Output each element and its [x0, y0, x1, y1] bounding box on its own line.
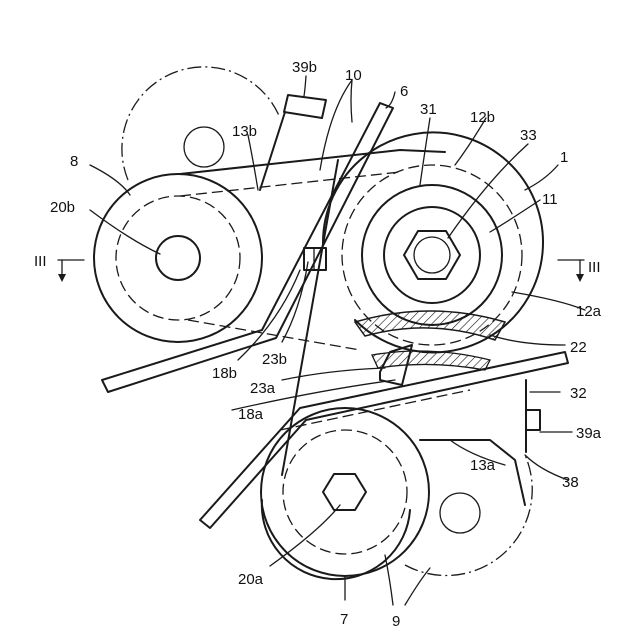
- label-39b: 39b: [292, 59, 317, 76]
- label-12a: 12a: [576, 303, 602, 320]
- pulley-7: [261, 408, 429, 576]
- tab-39a: [526, 380, 540, 452]
- label-7: 7: [340, 611, 348, 628]
- nut-20a: [323, 474, 366, 510]
- label-39a: 39a: [576, 425, 602, 442]
- label-12b: 12b: [470, 109, 495, 126]
- section-arrow-right: [558, 260, 584, 282]
- pulley-8: [94, 174, 262, 342]
- label-33: 33: [520, 127, 537, 144]
- label-13b: 13b: [232, 123, 257, 140]
- section-22: [355, 311, 505, 385]
- label-23b: 23b: [262, 351, 287, 368]
- label-11: 11: [542, 191, 558, 208]
- label-section-right: III: [588, 259, 601, 276]
- label-18b: 18b: [212, 365, 237, 382]
- label-23a: 23a: [250, 380, 276, 397]
- tab-39b: [284, 95, 326, 118]
- label-13a: 13a: [470, 457, 496, 474]
- label-18a: 18a: [238, 406, 264, 423]
- label-1: 1: [560, 149, 568, 166]
- lever-arm-13: [260, 112, 525, 505]
- label-10: 10: [345, 67, 362, 84]
- label-22: 22: [570, 339, 587, 356]
- label-20a: 20a: [238, 571, 264, 588]
- label-8: 8: [70, 153, 78, 170]
- label-38: 38: [562, 474, 579, 491]
- label-31: 31: [420, 101, 437, 118]
- section-arrow-left: [58, 260, 84, 282]
- reference-numerals: 39b 10 6 31 12b 13b 33 1 8 11 20b III II…: [34, 59, 602, 630]
- nut-33: [404, 231, 460, 279]
- label-20b: 20b: [50, 199, 75, 216]
- label-9: 9: [392, 613, 400, 630]
- label-section-left: III: [34, 253, 47, 270]
- belt-loop: [180, 150, 470, 430]
- label-6: 6: [400, 83, 408, 100]
- label-32: 32: [570, 385, 587, 402]
- phantom-pulley-lower: [405, 455, 532, 576]
